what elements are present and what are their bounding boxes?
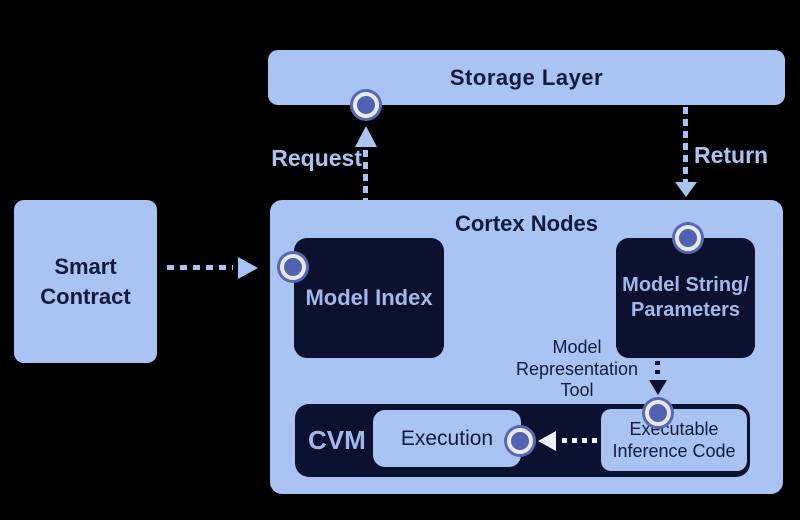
- cvm-label: CVM: [308, 425, 366, 455]
- connector-dot-icon: [507, 428, 533, 454]
- model-string-parameters-box: Model String/ Parameters: [616, 238, 755, 358]
- smart-contract-label: Smart Contract: [40, 252, 130, 312]
- model-representation-tool-label: Model Representation Tool: [507, 337, 647, 402]
- connector-dot-icon: [280, 254, 306, 280]
- connector-dot-icon: [645, 400, 671, 426]
- execution-box: Execution: [373, 410, 521, 467]
- executable-inference-code-line1: Executable: [629, 419, 719, 439]
- return-arrowhead-icon: [675, 182, 697, 197]
- storage-layer-label: Storage Layer: [449, 64, 604, 90]
- model-string-label-line2: Parameters: [631, 299, 740, 321]
- executable-inference-code-box: Executable Inference Code: [601, 409, 747, 471]
- smart-contract-box: Smart Contract: [14, 200, 157, 363]
- execution-label: Execution: [400, 426, 494, 450]
- request-arrow-label: Request: [271, 145, 362, 171]
- inference-to-execution-arrow-line: [562, 438, 600, 443]
- model-index-box: Model Index: [294, 238, 444, 358]
- return-arrow-label: Return: [694, 142, 769, 168]
- smart-contract-label-line1: Smart: [54, 253, 117, 279]
- request-arrow-line: [363, 150, 368, 200]
- mrt-label-line1: Model: [552, 337, 602, 357]
- connector-dot-icon: [353, 92, 379, 118]
- smart-contract-arrowhead-icon: [238, 257, 258, 279]
- model-representation-arrowhead-icon: [649, 380, 667, 395]
- executable-inference-code-line2: Inference Code: [612, 441, 736, 461]
- mrt-label-line2: Representation: [515, 358, 639, 379]
- request-arrowhead-icon: [355, 126, 377, 147]
- storage-layer-box: Storage Layer: [268, 50, 785, 105]
- smart-contract-arrow-line: [167, 265, 233, 270]
- model-string-label-line1: Model String/: [622, 274, 749, 296]
- inference-to-execution-arrowhead-icon: [538, 431, 556, 451]
- smart-contract-label-line2: Contract: [40, 283, 131, 309]
- cortex-nodes-title: Cortex Nodes: [454, 211, 599, 236]
- return-arrow-line: [683, 107, 688, 185]
- model-index-label: Model Index: [305, 285, 433, 310]
- model-representation-arrow-line: [655, 361, 660, 377]
- mrt-label-line3: Tool: [560, 380, 594, 400]
- connector-dot-icon: [675, 225, 701, 251]
